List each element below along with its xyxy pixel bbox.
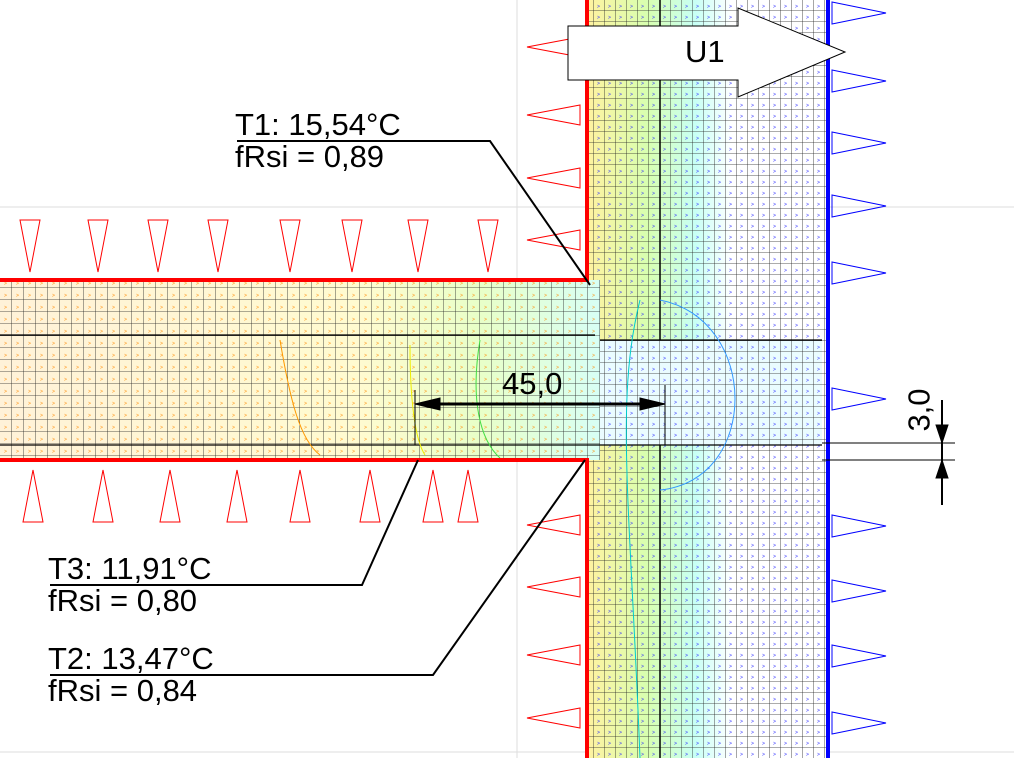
t1-temperature: T1: 15,54°C xyxy=(235,107,401,142)
slab-length-value: 45,0 xyxy=(502,366,563,401)
t3-temperature: T3: 11,91°C xyxy=(48,551,212,586)
exterior-condition-triangles xyxy=(831,1,887,735)
u1-label: U1 xyxy=(685,34,725,69)
dimension-slab-length xyxy=(414,385,666,445)
t2-frsi: fRsi = 0,84 xyxy=(48,673,198,708)
t2-temperature: T2: 13,47°C xyxy=(48,641,214,676)
t3-frsi: fRsi = 0,80 xyxy=(48,583,198,618)
t1-frsi: fRsi = 0,89 xyxy=(235,139,385,174)
slab-section xyxy=(0,280,822,758)
leader-lines xyxy=(50,140,591,676)
dimension-offset xyxy=(822,400,955,505)
u1-arrow xyxy=(567,7,847,98)
offset-value: 3,0 xyxy=(901,388,937,432)
